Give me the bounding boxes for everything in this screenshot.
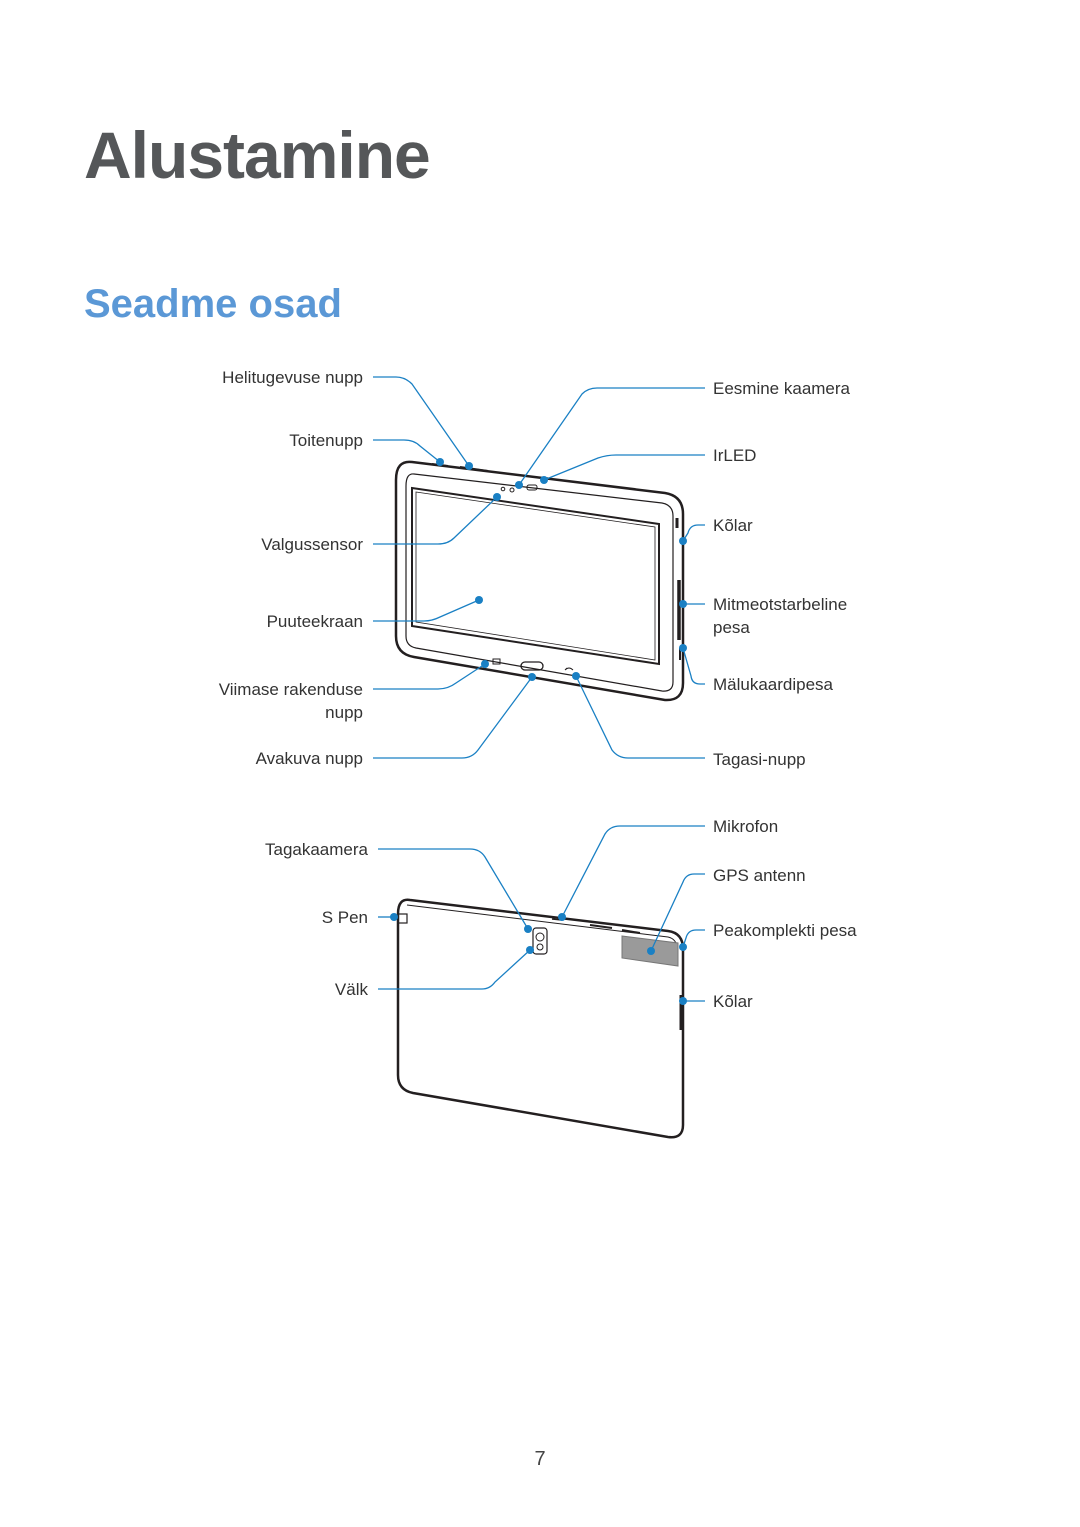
callout-gps bbox=[650, 873, 705, 952]
dot-gps bbox=[647, 947, 655, 955]
callout-memory-card bbox=[682, 647, 705, 685]
dot-recent-apps bbox=[481, 660, 489, 668]
label-multipurpose-line1: Mitmeotstarbeline bbox=[713, 595, 848, 614]
s-pen-slot-shape bbox=[397, 913, 408, 924]
page-title: Alustamine bbox=[84, 118, 431, 192]
label-s-pen: S Pen bbox=[321, 908, 368, 927]
callout-home-key bbox=[373, 676, 533, 759]
front-tablet-screen bbox=[411, 486, 660, 666]
callout-power-key bbox=[373, 439, 441, 463]
label-multipurpose-line2: pesa bbox=[713, 618, 750, 637]
front-camera-shape bbox=[509, 487, 515, 493]
dot-flash bbox=[526, 946, 534, 954]
label-front-camera: Eesmine kaamera bbox=[713, 379, 851, 398]
front-tablet-body bbox=[394, 460, 685, 702]
label-memory-card: Mälukaardipesa bbox=[713, 675, 834, 694]
front-callouts bbox=[373, 376, 705, 759]
top-edge-detail bbox=[589, 924, 641, 934]
dot-rear-camera bbox=[524, 925, 532, 933]
label-back-key: Tagasi-nupp bbox=[713, 750, 806, 769]
callout-speaker bbox=[682, 524, 705, 542]
back-callouts bbox=[378, 825, 705, 1002]
callout-microphone bbox=[561, 825, 705, 918]
front-tablet-illustration bbox=[394, 460, 685, 702]
irled-shape bbox=[526, 484, 538, 491]
label-recent-apps-line2: nupp bbox=[325, 703, 363, 722]
callout-back-key bbox=[575, 675, 705, 759]
back-tablet-illustration bbox=[396, 898, 685, 1139]
dot-light-sensor bbox=[493, 493, 501, 501]
label-touch-screen: Puuteekraan bbox=[266, 612, 363, 631]
label-volume-key: Helitugevuse nupp bbox=[222, 368, 363, 387]
callout-irled bbox=[543, 454, 705, 481]
dot-back-speaker bbox=[679, 997, 687, 1005]
callout-rear-camera bbox=[378, 848, 529, 930]
page-number: 7 bbox=[534, 1448, 546, 1470]
home-key-shape bbox=[520, 661, 544, 671]
recent-apps-key-shape bbox=[492, 658, 501, 665]
callout-volume-key bbox=[373, 376, 470, 467]
label-rear-camera: Tagakaamera bbox=[264, 840, 368, 859]
dot-home-key bbox=[528, 673, 536, 681]
callout-front-camera bbox=[518, 387, 705, 486]
dot-irled bbox=[540, 476, 548, 484]
label-flash: Välk bbox=[334, 980, 368, 999]
volume-key-shape bbox=[459, 466, 489, 472]
back-tablet-body bbox=[396, 898, 685, 1139]
dot-speaker bbox=[679, 537, 687, 545]
label-home-key: Avakuva nupp bbox=[255, 749, 363, 768]
dot-s-pen bbox=[390, 913, 398, 921]
dot-multipurpose bbox=[679, 600, 687, 608]
back-key-shape bbox=[564, 667, 574, 671]
dot-memory-card bbox=[679, 644, 687, 652]
dot-microphone bbox=[558, 913, 566, 921]
dot-headset bbox=[679, 943, 687, 951]
label-irled: IrLED bbox=[713, 446, 757, 465]
callout-headset bbox=[682, 929, 705, 948]
dot-back-key bbox=[572, 672, 580, 680]
label-back-speaker: Kõlar bbox=[713, 992, 753, 1011]
front-callout-dots bbox=[436, 458, 687, 681]
light-sensor-shape bbox=[500, 486, 506, 492]
label-gps-antenna: GPS antenn bbox=[713, 866, 806, 885]
callout-flash bbox=[378, 949, 531, 990]
callout-touch-screen bbox=[373, 599, 480, 622]
label-power-key: Toitenupp bbox=[289, 431, 363, 450]
label-microphone: Mikrofon bbox=[713, 817, 779, 836]
dot-volume-key bbox=[465, 462, 473, 470]
dot-front-camera bbox=[515, 481, 523, 489]
front-tablet-bezel bbox=[405, 473, 674, 692]
back-callout-dots bbox=[390, 913, 687, 1005]
dot-power-key bbox=[436, 458, 444, 466]
dot-touch-screen bbox=[475, 596, 483, 604]
label-recent-apps-line1: Viimase rakenduse bbox=[218, 680, 363, 699]
front-tablet-screen-inner bbox=[415, 491, 656, 661]
label-light-sensor: Valgussensor bbox=[261, 535, 363, 554]
label-speaker: Kõlar bbox=[713, 516, 753, 535]
label-headset-jack: Peakomplekti pesa bbox=[713, 921, 857, 940]
rear-camera-shape bbox=[532, 927, 548, 955]
section-title: Seadme osad bbox=[84, 282, 342, 326]
callout-light-sensor bbox=[373, 496, 498, 545]
callout-recent-apps bbox=[373, 663, 486, 690]
